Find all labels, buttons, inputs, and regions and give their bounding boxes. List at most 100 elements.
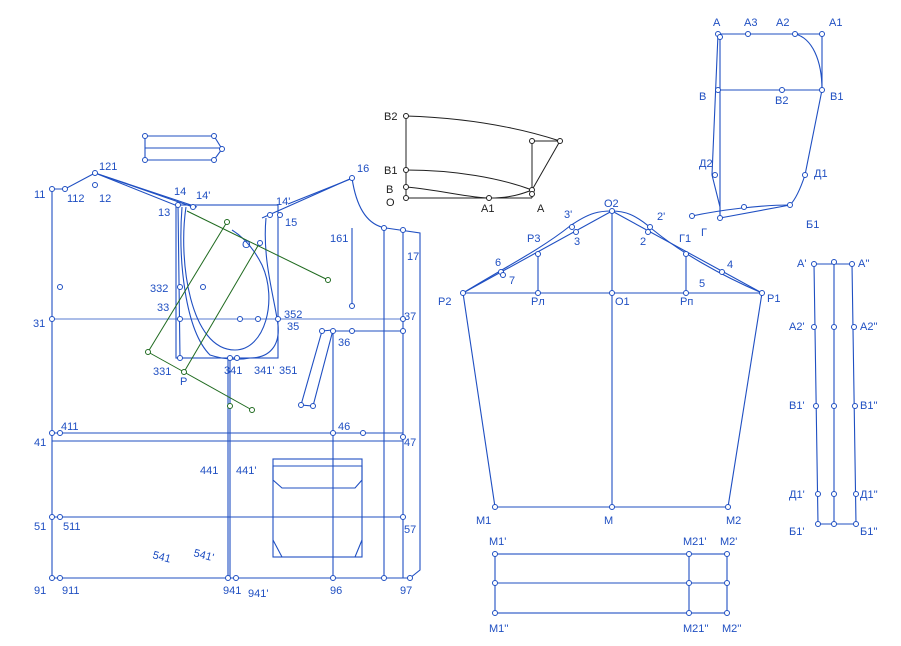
label-351: 351 — [279, 365, 297, 377]
pocket-rect — [272, 458, 363, 558]
label-14-prime: 14' — [196, 190, 210, 202]
label-97: 97 — [400, 585, 412, 597]
label-51: 51 — [34, 521, 46, 533]
cuff-label-M2-prime: М2' — [720, 536, 737, 548]
sleeve-label-M2: М2 — [726, 515, 741, 527]
label-112: 112 — [67, 193, 85, 205]
flap-piece-top — [144, 135, 223, 161]
pocket-piece-bottom — [691, 204, 791, 217]
cuff-label-M1-prime: М1' — [489, 536, 506, 548]
sleeve-label-M: М — [604, 515, 613, 527]
label-15: 15 — [285, 217, 297, 229]
label-332: 332 — [150, 283, 168, 295]
label-P: Р — [180, 376, 187, 388]
sleeve-label-P2: Р2 — [438, 296, 451, 308]
front-armhole — [249, 217, 279, 359]
strip-label-B1-prime: В1' — [789, 400, 805, 412]
label-161: 161 — [330, 233, 348, 245]
pp-label-A: А — [713, 17, 721, 29]
label-17: 17 — [407, 251, 419, 263]
label-12: 12 — [99, 193, 111, 205]
sleeve-label-M1: М1 — [476, 515, 491, 527]
label-41: 41 — [34, 437, 46, 449]
dart-guide-5 — [183, 371, 253, 411]
strip-label-B1-double: В1'' — [860, 400, 878, 412]
collar-label-B: В — [386, 184, 393, 196]
pocket-bottom — [272, 539, 363, 558]
armhole-loop — [183, 206, 270, 351]
label-941: 941 — [223, 585, 241, 597]
cuff-pattern: М1' М21' М2' М1'' М21'' М2'' — [489, 536, 741, 635]
sleeve-label-P3: Р3 — [527, 233, 540, 245]
label-46: 46 — [338, 421, 350, 433]
pocket-flap — [272, 465, 363, 489]
sleeve-label-Pp: Рп — [680, 296, 693, 308]
sleeve-label-2: 2 — [640, 236, 646, 248]
label-941-prime: 941' — [248, 588, 268, 600]
strip-label-Bb1-prime: Б1' — [789, 526, 804, 538]
cuff-label-M21-double: М21'' — [683, 623, 709, 635]
collar-end-line — [531, 140, 561, 191]
label-96: 96 — [330, 585, 342, 597]
pocket-piece-outline — [711, 33, 823, 219]
pp-label-G: Г — [701, 227, 707, 239]
sleeve-label-G1: Г1 — [679, 233, 691, 245]
collar-neck-curve — [405, 186, 533, 199]
label-47: 47 — [404, 437, 416, 449]
label-331: 331 — [153, 366, 171, 378]
label-441: 441 — [200, 465, 218, 477]
bodice-points — [49, 133, 413, 581]
label-911: 911 — [62, 585, 80, 597]
pocket-piece-pattern: А А3 А2 А1 В В2 В1 Д2 Д1 Г Б1 — [689, 17, 843, 239]
strip-pattern: А' А'' А2' А2'' В1' В1'' Д1' Д1'' Б1' Б1… — [789, 258, 878, 538]
bodice-front-outline — [230, 177, 421, 579]
bodice-labels: 11 112 12 121 13 14 14' 14' 15 16 161 17… — [33, 161, 419, 600]
label-37: 37 — [404, 311, 416, 323]
pp-label-B1: В1 — [830, 91, 843, 103]
label-341: 341 — [224, 365, 242, 377]
label-14: 14 — [174, 186, 186, 198]
strip-label-Bb1-double: Б1'' — [860, 526, 878, 538]
pp-label-B2: В2 — [775, 95, 788, 107]
cuff-label-M2-double: М2'' — [722, 623, 741, 635]
collar-label-B1: В1 — [384, 165, 397, 177]
collar-label-A: А — [537, 203, 545, 215]
label-16: 16 — [357, 163, 369, 175]
pp-label-A2: А2 — [776, 17, 789, 29]
label-411: 411 — [61, 421, 79, 433]
strip-label-A-double: А'' — [858, 258, 870, 270]
strip-label-D1-double: Д1'' — [860, 489, 878, 501]
sleeve-label-O2: О2 — [604, 198, 619, 210]
sleeve-left-seam — [462, 292, 496, 508]
label-31: 31 — [33, 318, 45, 330]
label-57: 57 — [404, 524, 416, 536]
strip-outline — [813, 263, 857, 525]
shoulder-front — [287, 177, 354, 205]
pp-label-D1: Д1 — [814, 168, 828, 180]
label-341-prime: 341' — [254, 365, 274, 377]
dart-guide-3 — [147, 351, 185, 373]
strip-label-A2-prime: А2' — [789, 321, 805, 333]
label-541-prime: 541' — [192, 547, 215, 564]
back-armhole — [180, 206, 251, 360]
sleeve-label-6: 6 — [495, 257, 501, 269]
dart-guide-1 — [147, 221, 228, 353]
label-511: 511 — [63, 521, 81, 533]
pp-label-B: В — [699, 91, 706, 103]
collar-label-O: О — [386, 197, 395, 209]
label-441-prime: 441' — [236, 465, 256, 477]
label-O: О — [242, 239, 251, 251]
label-352: 352 — [284, 309, 302, 321]
cuff-label-M21-prime: М21' — [683, 536, 707, 548]
sleeve-label-O1: О1 — [615, 296, 630, 308]
pp-label-D2: Д2 — [699, 158, 713, 170]
sleeve-label-4: 4 — [727, 259, 733, 271]
dart-guide-2 — [183, 243, 260, 373]
collar-label-B2: В2 — [384, 111, 397, 123]
label-121: 121 — [99, 161, 117, 173]
pp-label-A3: А3 — [744, 17, 757, 29]
pp-label-B1b: Б1 — [806, 219, 819, 231]
label-14-prime-front: 14' — [276, 196, 290, 208]
